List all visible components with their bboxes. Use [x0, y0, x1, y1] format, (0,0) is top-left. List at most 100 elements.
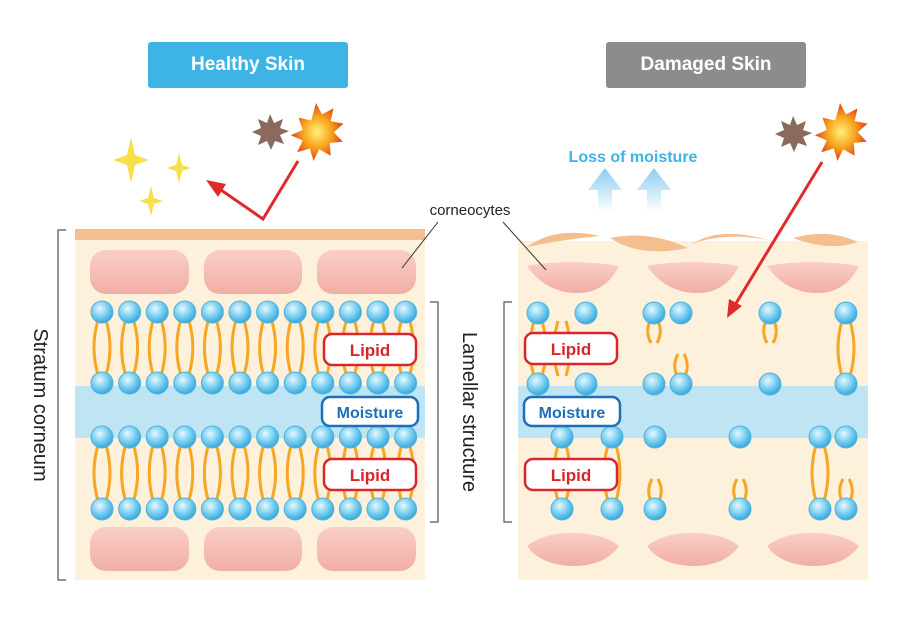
lipid-tail — [230, 319, 238, 376]
damaged-top-corneocytes — [527, 262, 859, 294]
healthy-uv-reflection-arrow — [206, 160, 300, 222]
lipid-head — [173, 497, 197, 521]
lipid-head — [200, 425, 224, 449]
desquamating-flake — [692, 233, 768, 244]
lipid-tail — [214, 444, 222, 502]
lipid-tail — [285, 444, 293, 502]
lipid-head — [118, 425, 142, 449]
lipid-head — [283, 497, 307, 521]
damaged-bottom-corneocytes — [527, 532, 859, 566]
lipid-head — [118, 497, 142, 521]
lipid-head — [834, 301, 858, 325]
stratum-corneum-bracket: Stratum corneum — [29, 229, 66, 581]
dark-sun-icon — [252, 114, 289, 150]
lipid-head — [728, 497, 752, 521]
lipid-head — [145, 300, 169, 324]
lipid-head — [366, 371, 390, 395]
lipid-head — [600, 497, 624, 521]
sun-icon — [290, 103, 344, 161]
lipid-tail — [187, 319, 195, 376]
lipid-tail — [147, 444, 155, 502]
lipid-head — [669, 301, 693, 325]
lipid-head — [311, 425, 335, 449]
lipid-head — [574, 301, 598, 325]
lipid-head — [118, 300, 142, 324]
lipid-head — [808, 425, 832, 449]
corneocyte — [204, 250, 302, 294]
lipid-head — [834, 372, 858, 396]
lipid-head — [200, 371, 224, 395]
lipid-head — [228, 300, 252, 324]
lipid-head — [228, 425, 252, 449]
moisture-label: Moisture — [337, 405, 404, 422]
loss-of-moisture-label: Loss of moisture — [569, 149, 698, 166]
damaged-lipid-label-top: Lipid — [523, 331, 619, 366]
desquamating-flake — [527, 232, 600, 247]
lipid-head — [669, 372, 693, 396]
lipid-head — [311, 497, 335, 521]
lipid-head — [600, 425, 624, 449]
lipid-head — [256, 497, 280, 521]
lipid-head — [834, 497, 858, 521]
lipid-tail — [258, 319, 266, 376]
lipid-head — [145, 497, 169, 521]
sparkle-icon — [113, 137, 149, 183]
lipid-head — [200, 497, 224, 521]
sun-icon — [814, 103, 868, 161]
lipid-head — [394, 300, 418, 324]
lipid-head — [366, 497, 390, 521]
healthy-bottom-corneocytes — [90, 527, 416, 571]
corneocyte — [90, 527, 189, 571]
lipid-head — [311, 300, 335, 324]
lipid-tail — [848, 320, 856, 377]
lipid-tail — [104, 444, 112, 502]
lipid-head — [145, 371, 169, 395]
lipid-head — [394, 425, 418, 449]
lipid-head — [283, 425, 307, 449]
lipid-head — [283, 300, 307, 324]
lipid-head — [256, 371, 280, 395]
lamellar-structure-label: Lamellar structure — [458, 332, 480, 492]
lipid-head — [574, 372, 598, 396]
moisture-label: Moisture — [539, 405, 606, 422]
corneocyte — [204, 527, 302, 571]
lipid-head — [338, 497, 362, 521]
lipid-tail — [120, 444, 128, 502]
lipid-tail — [159, 319, 167, 376]
dark-sun-icon — [775, 116, 812, 152]
lipid-tail — [187, 444, 195, 502]
lipid-head — [550, 497, 574, 521]
lipid-tail — [242, 444, 250, 502]
lipid-tail — [175, 444, 183, 502]
lipid-tail — [313, 444, 321, 502]
sparkles — [113, 137, 191, 216]
lipid-label: Lipid — [551, 340, 592, 359]
lipid-tail — [202, 444, 210, 502]
lipid-tail — [822, 444, 830, 502]
corneocyte — [90, 250, 189, 294]
lipid-head — [173, 300, 197, 324]
lipid-head — [338, 371, 362, 395]
damaged-surface-flakes — [527, 232, 858, 252]
lipid-head — [642, 372, 666, 396]
lipid-tail — [92, 319, 100, 376]
uv-arrow-icon — [727, 299, 742, 318]
sparkle-icon — [139, 186, 163, 216]
corneocyte — [767, 262, 859, 294]
healthy-top-corneocytes — [90, 250, 416, 294]
lipid-head — [90, 497, 114, 521]
lipid-head — [90, 425, 114, 449]
sparkle-icon — [167, 153, 191, 183]
lipid-head — [643, 425, 667, 449]
lipid-head — [550, 425, 574, 449]
corneocyte — [767, 532, 859, 566]
corneocyte — [647, 532, 739, 566]
lipid-head — [118, 371, 142, 395]
healthy-moisture-label: Moisture — [320, 395, 420, 428]
lipid-head — [256, 300, 280, 324]
healthy-lipid-label-bottom: Lipid — [322, 457, 418, 492]
damaged-panel: Lipid Moisture Lipid — [518, 232, 868, 580]
lipid-head — [526, 372, 550, 396]
lipid-tail — [270, 444, 278, 502]
corneocyte — [647, 262, 739, 294]
